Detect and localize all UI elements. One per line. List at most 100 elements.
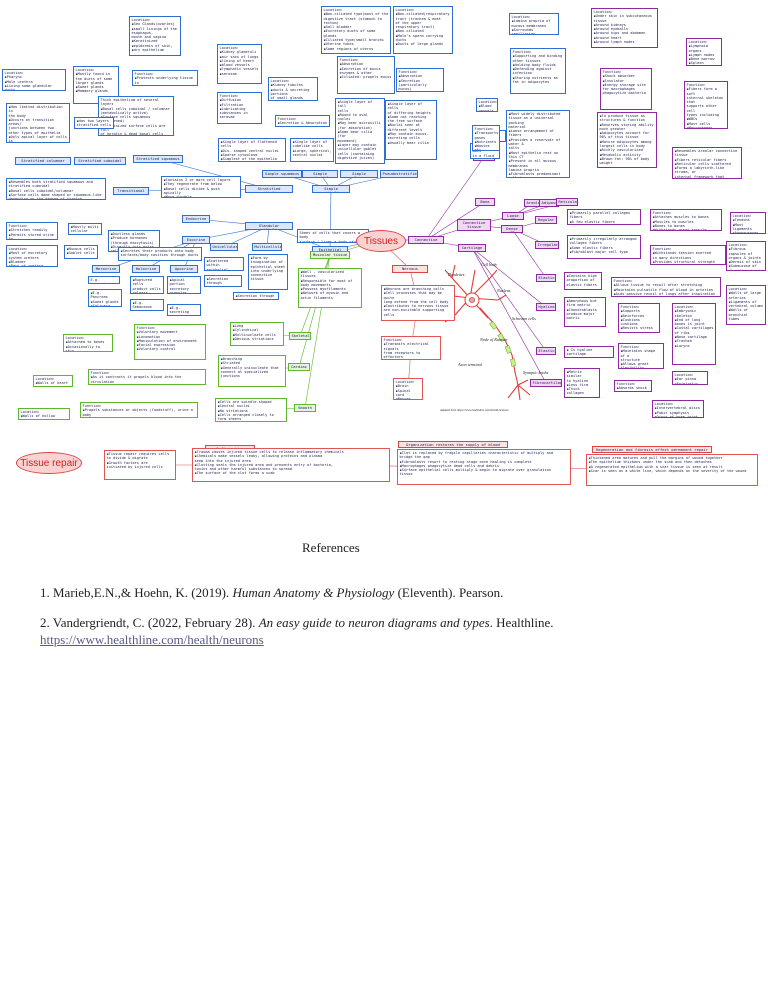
hyaline-node: Hyaline <box>536 303 556 311</box>
adipose-loc-node: Location: ▪Under skin in subcutaneous ti… <box>591 8 658 48</box>
kidney-loc-node: Location: ▪Kidney tubules ▪ducts & secre… <box>268 77 318 101</box>
neuron-label-nucleus: Nucleus <box>497 288 511 293</box>
eg-sebaceous-node: ▪E.g. Sebaceous (oil) glands <box>130 299 164 311</box>
eg-pancreas-node: ▪E.g. Pancreas ▪Sweat glands ▪Salivary g… <box>88 289 122 307</box>
muscular-txt-node: ▪Well - vascularized tissues ▪Responsibl… <box>298 268 362 308</box>
pseudostrat-node: Pseudostratified <box>380 170 418 178</box>
neuron-label-axon-terminal: Axon terminal <box>458 362 482 367</box>
cardiac-loc-node: Location: ▪Walls of heart <box>33 375 73 387</box>
cartilage-node: Cartilage <box>458 244 486 252</box>
repair-2-node: ▪Trauma causes injured tissue cells to r… <box>192 448 390 482</box>
nonciliated-node: Location: ▪Non-ciliated type(most of the… <box>321 6 391 54</box>
mostly-multi-node: ▪Mostly multi cellular <box>68 223 102 235</box>
muscular-node: Muscular tissue <box>310 251 350 259</box>
cardiac-fn-node: Function: ▪As it contracts it propels bl… <box>88 369 206 385</box>
ducts-node: Location: ▪Mostly found in the ducts of … <box>73 66 119 104</box>
fibers-small-node: Function: ▪Fibers form a soft internal s… <box>684 81 728 129</box>
nervous-node: Nervous tissue <box>392 265 428 273</box>
irregular-node: Irregular <box>535 241 559 249</box>
skeletal-loc-node: Location: ▪Attached to bones ▪Occasional… <box>63 334 113 352</box>
elastic-c-node: Elastic <box>536 347 556 355</box>
ruptured-node: ▪Ruptured cells product cells release <box>130 276 164 294</box>
merocrine-node: Merocrine <box>92 265 120 273</box>
stratified-col-node: Stratified columnar <box>15 157 71 165</box>
absorp2-node: Function: ▪Absorption ▪Secretion (partic… <box>396 68 444 92</box>
elasticc-txt-node: ▪ Is hyaline cartilage ▪More elastic fib… <box>564 346 614 358</box>
neuron-credit: Adapted from https://www.healthline.com/… <box>440 408 509 412</box>
reference-1: 1. Marieb,E.N.,& Hoehn, K. (2019). Human… <box>40 585 504 600</box>
bladder-node: Location: ▪Most of excretory system uret… <box>6 245 58 267</box>
stretch-node: Function: ▪Stretches readily ▪Permits st… <box>6 222 58 240</box>
mucous-node: ▪Mucous cells ▪Goblet cells <box>64 245 98 259</box>
secret-abs-node: Function: ▪Secretion & Absorption <box>275 115 330 127</box>
eg-merocrine-node: E.g. merocrine <box>88 276 120 284</box>
fibrocartilage-node: Fibrocartilage <box>530 379 562 387</box>
single-tall-node: ▪Single layer of tall cells ▪Round to ov… <box>335 98 385 164</box>
regular-node: Regular <box>535 216 557 224</box>
smooth-fn-node: Function: ▪Propels substances or objects… <box>80 402 198 418</box>
fibro-txt-node: ▪Matrix similar to hyaline ▪Less firm ▪T… <box>564 368 600 398</box>
loose-ct-node: Loose CT <box>502 212 524 220</box>
simple-columnar-node: Simple columnar <box>340 170 378 178</box>
invagination-node: ▪Form by invagination of epithelial shee… <box>248 254 288 290</box>
elastic-fn-node: Function: ▪Allows tissue to recoil after… <box>611 277 721 297</box>
blood-loc-node: Location: ▪Blood vessels <box>476 98 498 112</box>
connector-line <box>157 158 270 190</box>
nervous-txt-node: ▪Neurons are branching cells ▪Cell proce… <box>381 285 455 321</box>
epithelial-txt-node: Sheet of cells that covers a body surfac… <box>297 229 369 243</box>
areolar-loc-node: Location: ▪Lamina propria of mucous memb… <box>509 13 559 35</box>
skeletal-node: Skeletal <box>289 332 311 340</box>
sq-layers-node: Thick epithelium of several layers ▪Basa… <box>98 96 174 136</box>
elastic-node: Elastic <box>536 274 556 282</box>
reference-2-link[interactable]: https://www.healthline.com/health/neuron… <box>40 632 264 647</box>
holocrine-node: Holocrine <box>132 265 160 273</box>
exocrine-node: Exocrine <box>182 236 210 244</box>
elasticc-loc-node: Location: ▪Ear pinna ▪Epiglottis <box>672 371 708 385</box>
skeletal-txt-node: ▪Long ▪Cylindrical ▪Multinucleate cells … <box>230 322 284 346</box>
nervous-fn-node: Function: ▪Transmits electrical signals … <box>381 336 441 360</box>
irregular-txt-node: ▪Primarily irregularly arranged collagen… <box>567 235 641 259</box>
cardiac-txt-node: ▪Branching ▪Striated ▪Generally uninucle… <box>218 355 286 387</box>
transitional-node: Transitional <box>113 187 149 195</box>
protect-node: Function: ▪Protects underlying tissue in… <box>132 70 198 86</box>
smooth-node: Smooth <box>294 404 316 412</box>
single-flat-node: ▪Single layer of flattened cells ▪Dis- s… <box>218 138 286 162</box>
shock-node: Function: ▪Shock absorber ▪Insulator ▪En… <box>600 68 652 110</box>
neuron-label-schwann: Schwann cells <box>512 316 536 321</box>
fibro-fn-node: Function: ▪Absorbs shock <box>614 380 652 392</box>
connector-line <box>471 247 547 384</box>
unicellular-node: Unicellular <box>210 243 238 251</box>
neuron-label-cell-body: Cell body <box>481 262 498 267</box>
dense-ct-node: Dense CT <box>501 225 523 233</box>
regular-fn-node: Function: ▪Attaches muscles to bones ▪Mu… <box>650 209 722 231</box>
smooth-loc-node: Location: ▪Walls of hollow organs <box>18 408 70 420</box>
secretion-ducts-node: ▪Secretion through ducts <box>233 292 279 300</box>
multicellular-node: Multicellular <box>252 243 282 251</box>
simple-squamous-node: Simple squamous <box>262 170 302 178</box>
irregular-loc-node: Location: ▪Fibrous capsules of organs & … <box>726 241 766 271</box>
regular-loc-node: Location: ▪Tendons ▪Most ligaments ▪Apon… <box>730 212 766 234</box>
connector-line <box>425 156 485 241</box>
connector-line <box>471 247 547 308</box>
elastic-loc-node: Location: ▪Walls of large arteries ▪Liga… <box>726 285 766 325</box>
secretion-through-node: ▪Secretion through ducts <box>204 275 242 287</box>
tissue-repair-title: Tissue repair <box>16 452 82 474</box>
brown-fat-node: ▪To produce tissue as structures & funct… <box>597 112 657 168</box>
stratified-sq-node: Stratified squamous <box>133 155 183 163</box>
strat-epi-node: Stratified epithelia <box>245 185 293 193</box>
two-layers-node: ▪Has two layers stratified cells <box>74 117 114 129</box>
hyaline-fn-node: Function: ▪Supports ▪Reinforces ▪Cushion… <box>618 303 660 333</box>
pharynx-node: Location: ▪Pharynx ▪Male urethra ▪Lining… <box>2 69 66 91</box>
hyaline-txt-node: ▪Amorphous but firm matrix ▪Chondroblast… <box>564 297 606 327</box>
connector-line <box>425 201 486 241</box>
cardiac-node: Cardiac <box>288 363 310 371</box>
ct-proper-node: Connective tissue proper <box>457 219 491 231</box>
connector-line <box>511 228 547 279</box>
diffusion-node: Function: ▪Diffusion ▪Filtration ▪Lubric… <box>217 92 262 124</box>
involved-node: ▪Has limited distribution in the body ▪O… <box>6 103 70 143</box>
exocrine-txt-node: ▪Secretes their products onto body surfa… <box>118 247 202 261</box>
reticular-loc-node: Location: ▪Lymphoid organs ▪Lymph nodes … <box>686 38 722 66</box>
fibro-loc-node: Location: ▪Intervertebral discs ▪Pubic s… <box>652 400 704 418</box>
elasticc-fn-node: Function: ▪Maintains shape of a structur… <box>618 343 664 369</box>
references-heading: References <box>302 540 360 555</box>
